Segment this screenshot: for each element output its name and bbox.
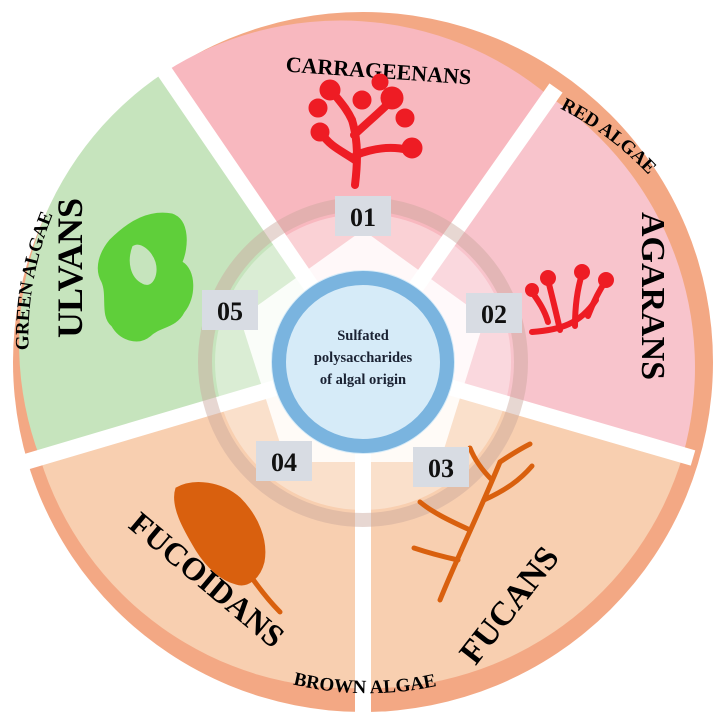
red-seaweed-icon — [525, 264, 614, 335]
agarans-title: AGARANS — [634, 212, 671, 380]
green-seaweed-icon — [97, 212, 194, 342]
svg-text:03: 03 — [428, 454, 454, 483]
center-line-3: of algal origin — [320, 372, 406, 388]
red-seaweed-icon — [308, 73, 423, 189]
number-box-02: 02 — [466, 293, 522, 333]
svg-text:04: 04 — [271, 448, 297, 477]
ulvans-title: ULVANS — [50, 198, 90, 338]
brown-seaweed-icon — [174, 482, 283, 615]
svg-text:02: 02 — [481, 300, 507, 329]
center-hub: Sulfated polysaccharides of algal origin — [271, 270, 455, 454]
brown-seaweed-icon — [411, 441, 535, 603]
segment-carrageenans — [165, 20, 550, 362]
center-line-2: polysaccharides — [314, 350, 413, 366]
number-box-05: 05 — [202, 290, 258, 330]
number-box-03: 03 — [413, 447, 469, 487]
number-box-04: 04 — [256, 441, 312, 481]
svg-text:01: 01 — [350, 203, 376, 232]
center-line-1: Sulfated — [337, 328, 389, 344]
svg-text:05: 05 — [217, 297, 243, 326]
number-box-01: 01 — [335, 196, 391, 236]
